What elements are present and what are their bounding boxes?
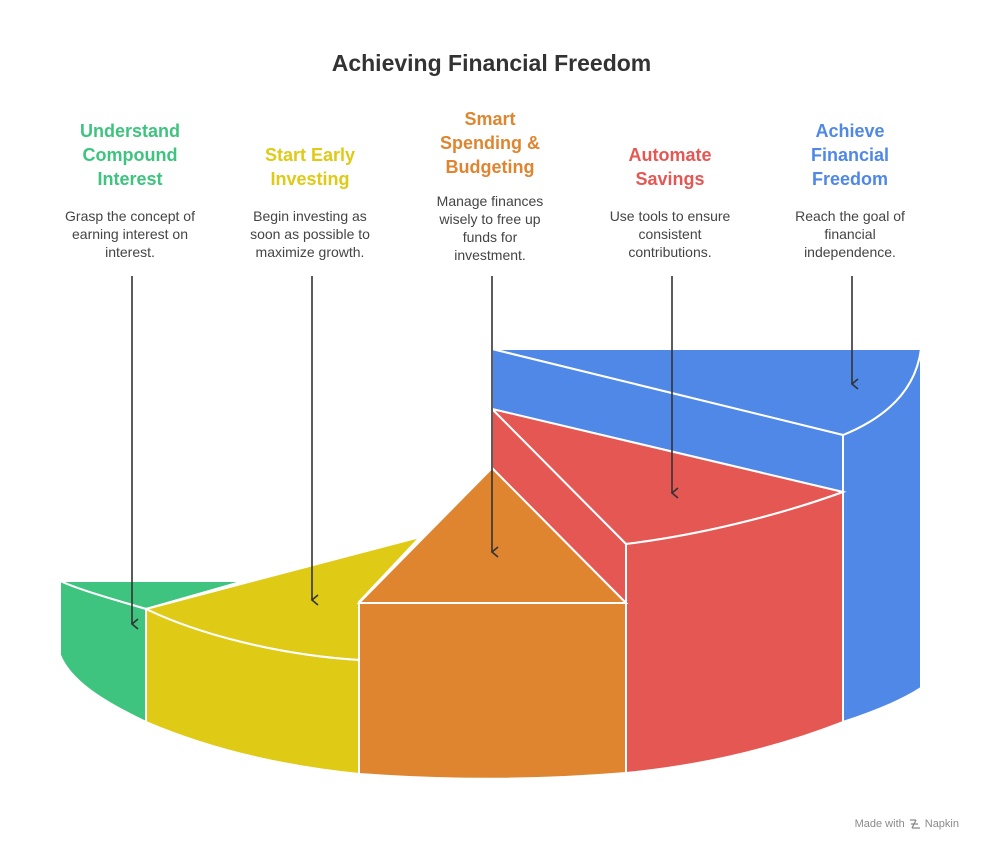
step-description: Reach the goal of financial independence… [795, 208, 905, 260]
slice-red-side [625, 490, 844, 775]
step-description: Grasp the concept of earning interest on… [65, 208, 195, 260]
step-heading: Automate Savings [628, 145, 712, 189]
step-heading: Start Early Investing [264, 145, 356, 189]
slice-blue-top [491, 348, 923, 437]
slice-orange-side [358, 602, 627, 780]
step-heading: Understand Compound Interest [79, 121, 180, 189]
slice-yellow [143, 535, 424, 776]
made-with-napkin: Made with Napkin [855, 818, 959, 830]
step-description: Use tools to ensure consistent contribut… [609, 208, 731, 260]
napkin-logo-icon [909, 819, 920, 829]
footer-prefix: Made with [854, 818, 905, 830]
step-heading: Smart Spending & Budgeting [440, 109, 540, 177]
diagram-title: Achieving Financial Freedom [331, 50, 652, 76]
step-description: Begin investing as soon as possible to m… [250, 208, 370, 260]
slice-red [488, 406, 847, 775]
slice-blue [491, 347, 923, 724]
step-description: Manage finances wisely to free up funds … [436, 193, 544, 263]
step-heading: Achieve Financial Freedom [810, 121, 890, 189]
footer-brand: Napkin [924, 818, 959, 830]
